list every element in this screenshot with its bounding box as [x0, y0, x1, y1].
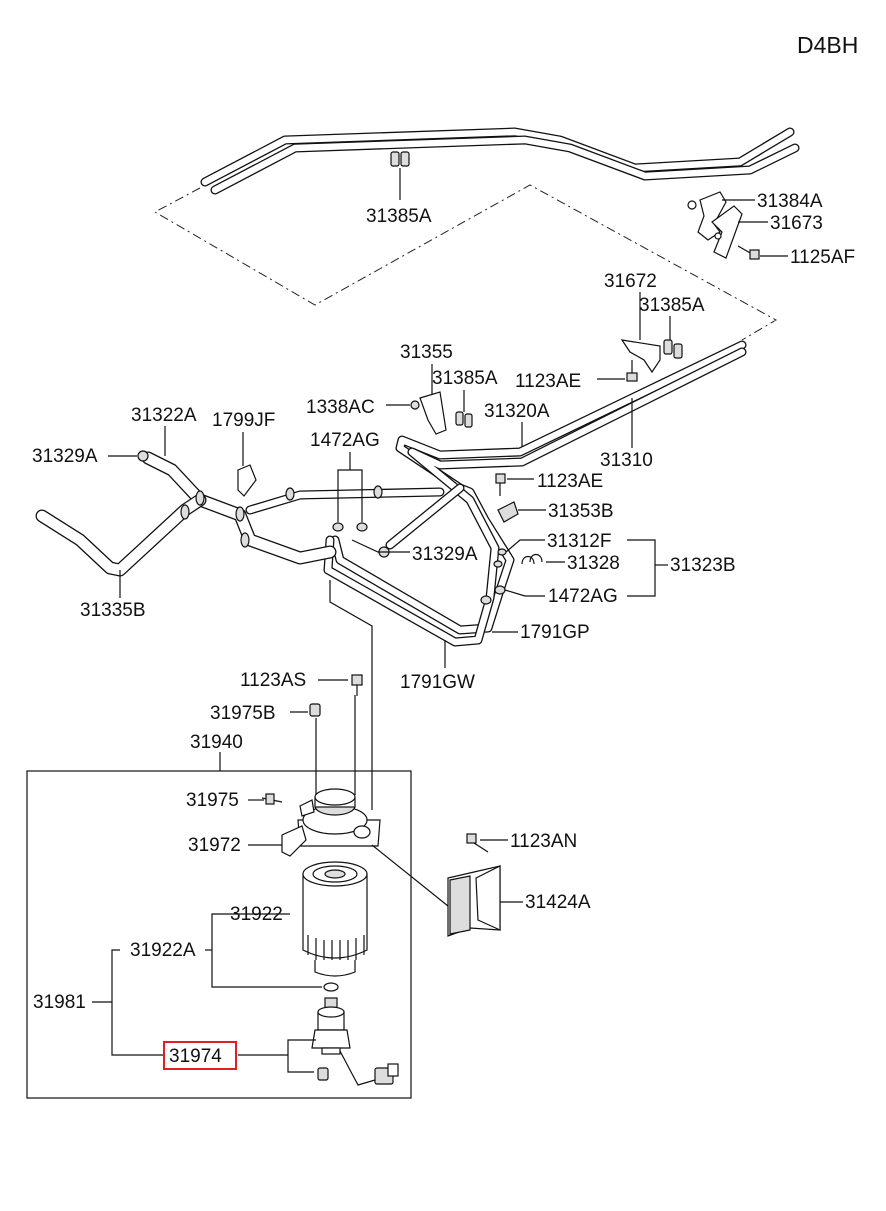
label-31975B: 31975B [210, 703, 276, 724]
label-31385A-top: 31385A [366, 206, 432, 227]
label-1472AG-right: 1472AG [548, 586, 618, 607]
label-31981: 31981 [33, 992, 86, 1013]
label-1123AS: 1123AS [240, 670, 306, 691]
highlight-box-31974 [163, 1041, 237, 1070]
label-1338AC: 1338AC [306, 397, 375, 418]
bracket-31355 [410, 391, 473, 435]
label-31385A-mid: 31385A [639, 295, 705, 316]
label-31329A-left: 31329A [32, 446, 98, 467]
label-31355: 31355 [400, 342, 453, 363]
bolt-1125AF [737, 245, 760, 260]
label-31329A-mid: 31329A [412, 544, 478, 565]
clamps-31312F [493, 548, 507, 568]
label-1123AE-mid: 1123AE [537, 471, 603, 492]
bolt-31975 [261, 793, 283, 805]
bracket-31673 [687, 191, 743, 259]
filter-feed-lines [315, 580, 373, 810]
main-fuel-lines [245, 340, 747, 647]
bolt-1123AE-mid [495, 473, 506, 496]
engine-code: D4BH [797, 32, 858, 58]
label-31424A: 31424A [525, 892, 591, 913]
label-31353B: 31353B [548, 501, 614, 522]
label-1791GW: 1791GW [400, 672, 475, 693]
label-31312F: 31312F [547, 531, 611, 552]
label-1123AE-top: 1123AE [515, 371, 581, 392]
clip-31328 [521, 553, 543, 565]
label-31328: 31328 [567, 553, 620, 574]
label-1799JF: 1799JF [212, 410, 275, 431]
pipe-clip-31385A-top [390, 151, 410, 200]
label-31320A: 31320A [484, 401, 550, 422]
bolt-1123AS [351, 674, 363, 696]
label-1472AG-top: 1472AG [310, 430, 380, 451]
label-31940: 31940 [190, 732, 243, 753]
label-31975: 31975 [186, 790, 239, 811]
clip-31353B [497, 501, 519, 523]
label-31322A: 31322A [131, 405, 197, 426]
water-sensor-31974 [311, 997, 399, 1086]
clamp-31329A-left [137, 450, 149, 462]
label-31922A: 31922A [130, 940, 196, 961]
label-31310: 31310 [600, 450, 653, 471]
bracket-31672 [620, 339, 683, 374]
filter-assembly-box [26, 770, 412, 1099]
bolt-1123AE-top [626, 360, 638, 382]
plug-31975B [309, 703, 321, 717]
label-1123AN: 1123AN [510, 831, 577, 852]
o-ring-31922A [323, 982, 339, 992]
label-31673: 31673 [770, 213, 823, 234]
label-31922: 31922 [230, 904, 283, 925]
hose-clamps [180, 485, 383, 548]
label-31972: 31972 [188, 835, 241, 856]
label-31672: 31672 [604, 271, 657, 292]
clamp-1472AG-right [480, 585, 506, 605]
upper-fuel-pipes [200, 127, 800, 195]
label-31385A-low: 31385A [432, 368, 498, 389]
clamp-1472AG-top [332, 522, 368, 532]
bolt-1123AN [466, 833, 489, 853]
label-1791GP: 1791GP [520, 622, 590, 643]
filter-head-31972 [281, 788, 381, 857]
label-31323B: 31323B [670, 555, 736, 576]
clip-1799JF [237, 464, 257, 497]
label-31335B: 31335B [80, 600, 146, 621]
label-31974[interactable]: 31974 [169, 1046, 222, 1067]
label-31384A: 31384A [757, 191, 823, 212]
hose-31335B [35, 493, 207, 577]
label-1125AF: 1125AF [790, 247, 855, 268]
fuel-filter-31922 [302, 861, 368, 977]
bracket-31424A [447, 865, 501, 937]
